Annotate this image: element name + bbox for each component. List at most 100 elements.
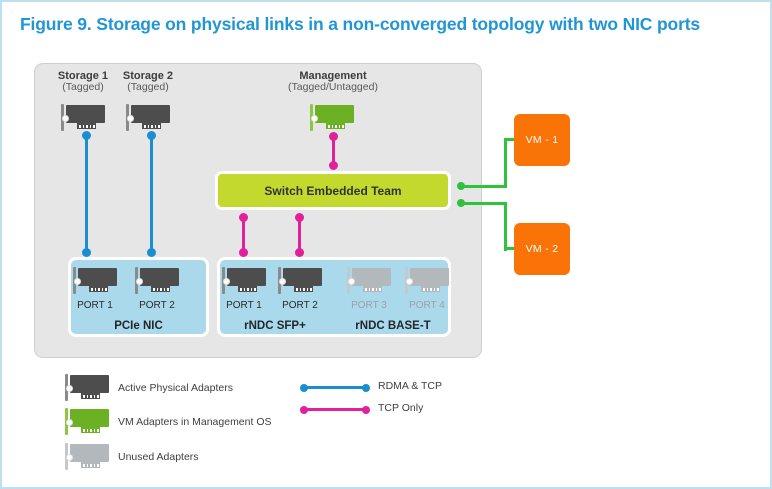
link-endpoint-dot: [295, 248, 304, 257]
link-endpoint-dot: [329, 132, 338, 141]
link-storage-2-to-port-2: [150, 135, 153, 253]
legend-label-active-adapters: Active Physical Adapters: [118, 382, 233, 394]
link-endpoint-dot: [82, 131, 91, 140]
adapter-screw-icon: [66, 454, 73, 461]
nic-group-label-rndc-sfp: rNDC SFP+: [244, 320, 306, 332]
switch-embedded-team-label: Switch Embedded Team: [264, 183, 402, 198]
link-endpoint-dot: [329, 161, 338, 170]
vnic-label-storage-1: Storage 1 (Tagged): [54, 70, 112, 94]
vm-link-segment: [504, 201, 507, 251]
adapter-screw-icon: [62, 115, 69, 122]
vnic-adapter-management: [310, 104, 354, 131]
vm-link-segment: [504, 138, 507, 187]
legend-line-tcp-only: [302, 408, 368, 411]
link-endpoint-dot: [295, 213, 304, 222]
adapter-screw-icon: [223, 278, 230, 285]
vm-link-segment: [461, 201, 507, 205]
legend-line-dot: [362, 383, 370, 392]
adapter-body: [410, 268, 449, 286]
port-adapter-pcie-port-1: [73, 267, 117, 294]
port-adapter-rndc-baset-port-4: [405, 267, 449, 294]
switch-embedded-team-box[interactable]: Switch Embedded Team: [215, 171, 451, 210]
adapter-connector-icon: [421, 286, 440, 292]
adapter-connector-icon: [81, 462, 100, 468]
legend-line-dot: [300, 405, 308, 414]
vm-link-segment: [461, 184, 507, 188]
vm-box-2[interactable]: VM - 2: [514, 223, 570, 275]
link-management-to-set: [332, 136, 335, 166]
adapter-connector-icon: [326, 123, 345, 129]
port-label-rndc-baset-port-4: PORT 4: [409, 300, 445, 311]
adapter-connector-icon: [81, 427, 100, 433]
vm-label: VM - 2: [525, 243, 559, 255]
legend-label-rdma-tcp: RDMA & TCP: [378, 380, 442, 392]
adapter-screw-icon: [66, 385, 73, 392]
adapter-connector-icon: [142, 123, 161, 129]
link-storage-1-to-port-1: [85, 135, 88, 253]
adapter-body: [315, 105, 354, 123]
legend-line-dot: [362, 405, 370, 414]
link-endpoint-dot: [239, 248, 248, 257]
adapter-connector-icon: [89, 286, 108, 292]
adapter-connector-icon: [238, 286, 257, 292]
vnic-adapter-storage-2: [126, 104, 170, 131]
vnic-label-management: Management (Tagged/Untagged): [268, 70, 398, 94]
adapter-screw-icon: [136, 278, 143, 285]
vnic-name: Management: [299, 70, 367, 82]
vnic-tagging: (Tagged/Untagged): [288, 81, 378, 94]
adapter-connector-icon: [363, 286, 382, 292]
port-label-pcie-port-1: PORT 1: [77, 300, 113, 311]
port-adapter-rndc-sfp-port-2: [278, 267, 322, 294]
link-set-to-rndc-port-2: [298, 217, 301, 253]
legend-label-tcp-only: TCP Only: [378, 402, 424, 414]
legend-label-vm-adapters: VM Adapters in Management OS: [118, 416, 272, 428]
port-adapter-rndc-baset-port-3: [347, 267, 391, 294]
legend-swatch-active-adapter-icon: [65, 374, 109, 401]
port-adapter-rndc-sfp-port-1: [222, 267, 266, 294]
adapter-connector-icon: [294, 286, 313, 292]
vnic-name: Storage 2: [122, 70, 174, 82]
port-adapter-pcie-port-2: [135, 267, 179, 294]
adapter-body: [140, 268, 179, 286]
vnic-tagging: (Tagged): [127, 81, 169, 94]
adapter-connector-icon: [77, 123, 96, 129]
adapter-screw-icon: [127, 115, 134, 122]
vnic-name: Storage 1: [57, 70, 109, 82]
adapter-screw-icon: [406, 278, 413, 285]
vm-box-1[interactable]: VM - 1: [514, 114, 570, 166]
port-label-rndc-sfp-port-2: PORT 2: [282, 300, 318, 311]
legend-label-unused-adapters: Unused Adapters: [118, 451, 199, 463]
port-label-pcie-port-2: PORT 2: [139, 300, 175, 311]
link-set-to-rndc-port-1: [242, 217, 245, 253]
adapter-body: [70, 375, 109, 393]
adapter-body: [70, 409, 109, 427]
link-endpoint-dot: [82, 248, 91, 257]
legend-swatch-unused-adapter-icon: [65, 443, 109, 470]
adapter-body: [352, 268, 391, 286]
vm-label: VM - 1: [525, 134, 559, 146]
nic-group-label-rndc-baset: rNDC BASE-T: [355, 320, 431, 332]
link-endpoint-dot: [239, 213, 248, 222]
adapter-connector-icon: [81, 393, 100, 399]
adapter-body: [66, 105, 105, 123]
figure-title: Figure 9. Storage on physical links in a…: [20, 14, 700, 34]
adapter-screw-icon: [311, 115, 318, 122]
vnic-adapter-storage-1: [61, 104, 105, 131]
adapter-body: [131, 105, 170, 123]
vnic-label-storage-2: Storage 2 (Tagged): [119, 70, 177, 94]
adapter-screw-icon: [74, 278, 81, 285]
adapter-screw-icon: [348, 278, 355, 285]
legend-swatch-vm-adapter-icon: [65, 408, 109, 435]
legend-line-rdma-tcp: [302, 386, 368, 389]
link-endpoint-dot: [147, 131, 156, 140]
adapter-connector-icon: [151, 286, 170, 292]
vnic-tagging: (Tagged): [62, 81, 104, 94]
port-label-rndc-baset-port-3: PORT 3: [351, 300, 387, 311]
port-label-rndc-sfp-port-1: PORT 1: [226, 300, 262, 311]
legend-line-dot: [300, 383, 308, 392]
adapter-body: [70, 444, 109, 462]
adapter-body: [283, 268, 322, 286]
nic-group-label-pcie: PCIe NIC: [114, 320, 163, 332]
adapter-screw-icon: [66, 419, 73, 426]
